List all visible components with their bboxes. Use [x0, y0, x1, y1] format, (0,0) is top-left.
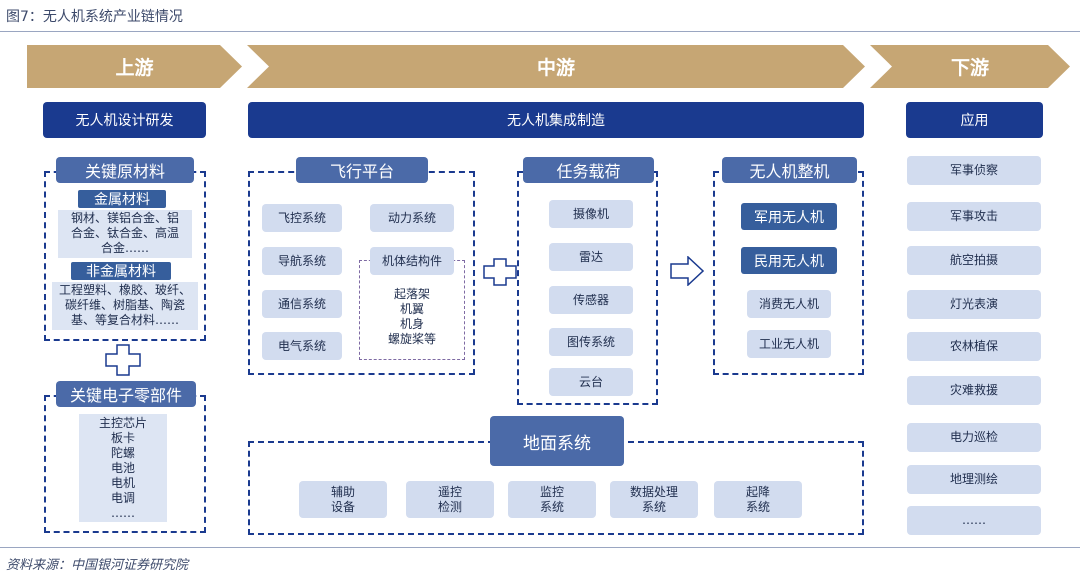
box-line: 系统 [641, 499, 666, 514]
data-processing-box: 数据处理 系统 [610, 481, 698, 518]
communication-box: 通信系统 [262, 290, 342, 318]
nonmetal-line: 基、等复合材料…… [70, 313, 179, 327]
electronics-item: 电机 [110, 476, 135, 490]
integration-bar: 无人机集成制造 [248, 102, 864, 138]
nonmetal-materials-list: 工程塑料、橡胶、玻纤、 碳纤维、树脂基、陶瓷 基、等复合材料…… [52, 282, 198, 330]
remote-detection-box: 遥控 检测 [406, 481, 494, 518]
structure-item: 机身 [399, 317, 424, 331]
metal-line: 合金…… [100, 241, 149, 255]
electronics-item: 陀螺 [110, 446, 135, 460]
electrical-box: 电气系统 [262, 332, 342, 360]
auxiliary-equipment-box: 辅助 设备 [299, 481, 387, 518]
structure-item: 螺旋桨等 [387, 332, 436, 346]
box-line: 数据处理 [629, 484, 678, 499]
application-item: 军事侦察 [907, 156, 1041, 185]
box-line: 辅助 [330, 484, 355, 499]
payload-header: 任务载荷 [523, 157, 654, 183]
metal-line: 钢材、镁铝合金、铝 [70, 211, 179, 225]
metal-line: 合金、钛合金、高温 [70, 226, 179, 240]
box-line: 检测 [437, 499, 462, 514]
metal-materials-header: 金属材料 [78, 190, 166, 208]
application-item: 农林植保 [907, 332, 1041, 361]
application-item: 灯光表演 [907, 290, 1041, 319]
plus-icon [105, 344, 141, 376]
ground-system-header: 地面系统 [490, 416, 624, 466]
application-item: 航空拍摄 [907, 246, 1041, 275]
image-transmission-box: 图传系统 [549, 328, 633, 356]
electronics-item: 电池 [110, 461, 135, 475]
electronics-list: 主控芯片 板卡 陀螺 电池 电机 电调 …… [79, 414, 167, 522]
box-line: 系统 [745, 499, 770, 514]
right-arrow-icon [670, 256, 704, 286]
power-system-box: 动力系统 [370, 204, 454, 232]
stage-upstream-arrow: 上游 [27, 45, 242, 88]
structure-header: 机体结构件 [370, 247, 454, 275]
nonmetal-line: 工程塑料、橡胶、玻纤、 [58, 283, 191, 297]
box-line: 起降 [745, 484, 770, 499]
navigation-box: 导航系统 [262, 247, 342, 275]
application-bar: 应用 [906, 102, 1043, 138]
box-line: 系统 [539, 499, 564, 514]
stage-downstream-arrow: 下游 [870, 45, 1070, 88]
electronics-item: …… [111, 506, 135, 520]
radar-box: 雷达 [549, 243, 633, 271]
takeoff-landing-box: 起降 系统 [714, 481, 802, 518]
structure-list: 起落架 机翼 机身 螺旋桨等 [362, 287, 462, 351]
plus-icon [483, 258, 517, 286]
application-item: 灾难救援 [907, 376, 1041, 405]
key-materials-header: 关键原材料 [56, 157, 194, 183]
top-divider [0, 31, 1080, 32]
complete-uav-header: 无人机整机 [722, 157, 857, 183]
camera-box: 摄像机 [549, 200, 633, 228]
application-item: 电力巡检 [907, 423, 1041, 452]
electronics-item: 主控芯片 [98, 416, 147, 430]
source-note: 资料来源：中国银河证券研究院 [6, 558, 189, 573]
gimbal-box: 云台 [549, 368, 633, 396]
electronics-item: 板卡 [110, 431, 135, 445]
consumer-uav-box: 消费无人机 [747, 290, 831, 318]
industrial-uav-box: 工业无人机 [747, 330, 831, 358]
application-item: 军事攻击 [907, 202, 1041, 231]
metal-materials-list: 钢材、镁铝合金、铝 合金、钛合金、高温 合金…… [58, 210, 192, 258]
box-line: 遥控 [437, 484, 462, 499]
electronics-header: 关键电子零部件 [56, 381, 196, 407]
monitoring-system-box: 监控 系统 [508, 481, 596, 518]
box-line: 监控 [539, 484, 564, 499]
flight-platform-header: 飞行平台 [296, 157, 428, 183]
civil-uav-box: 民用无人机 [741, 247, 837, 274]
application-item: …… [907, 506, 1041, 535]
electronics-item: 电调 [110, 491, 135, 505]
nonmetal-materials-header: 非金属材料 [71, 262, 171, 280]
flight-control-box: 飞控系统 [262, 204, 342, 232]
bottom-divider [0, 547, 1080, 548]
box-line: 设备 [330, 499, 355, 514]
structure-item: 机翼 [399, 302, 424, 316]
structure-item: 起落架 [393, 287, 430, 301]
military-uav-box: 军用无人机 [741, 203, 837, 230]
nonmetal-line: 碳纤维、树脂基、陶瓷 [64, 298, 185, 312]
design-rd-bar: 无人机设计研发 [43, 102, 206, 138]
figure-title: 图7：无人机系统产业链情况 [6, 9, 183, 25]
stage-midstream-arrow: 中游 [247, 45, 865, 88]
sensor-box: 传感器 [549, 286, 633, 314]
application-item: 地理测绘 [907, 465, 1041, 494]
